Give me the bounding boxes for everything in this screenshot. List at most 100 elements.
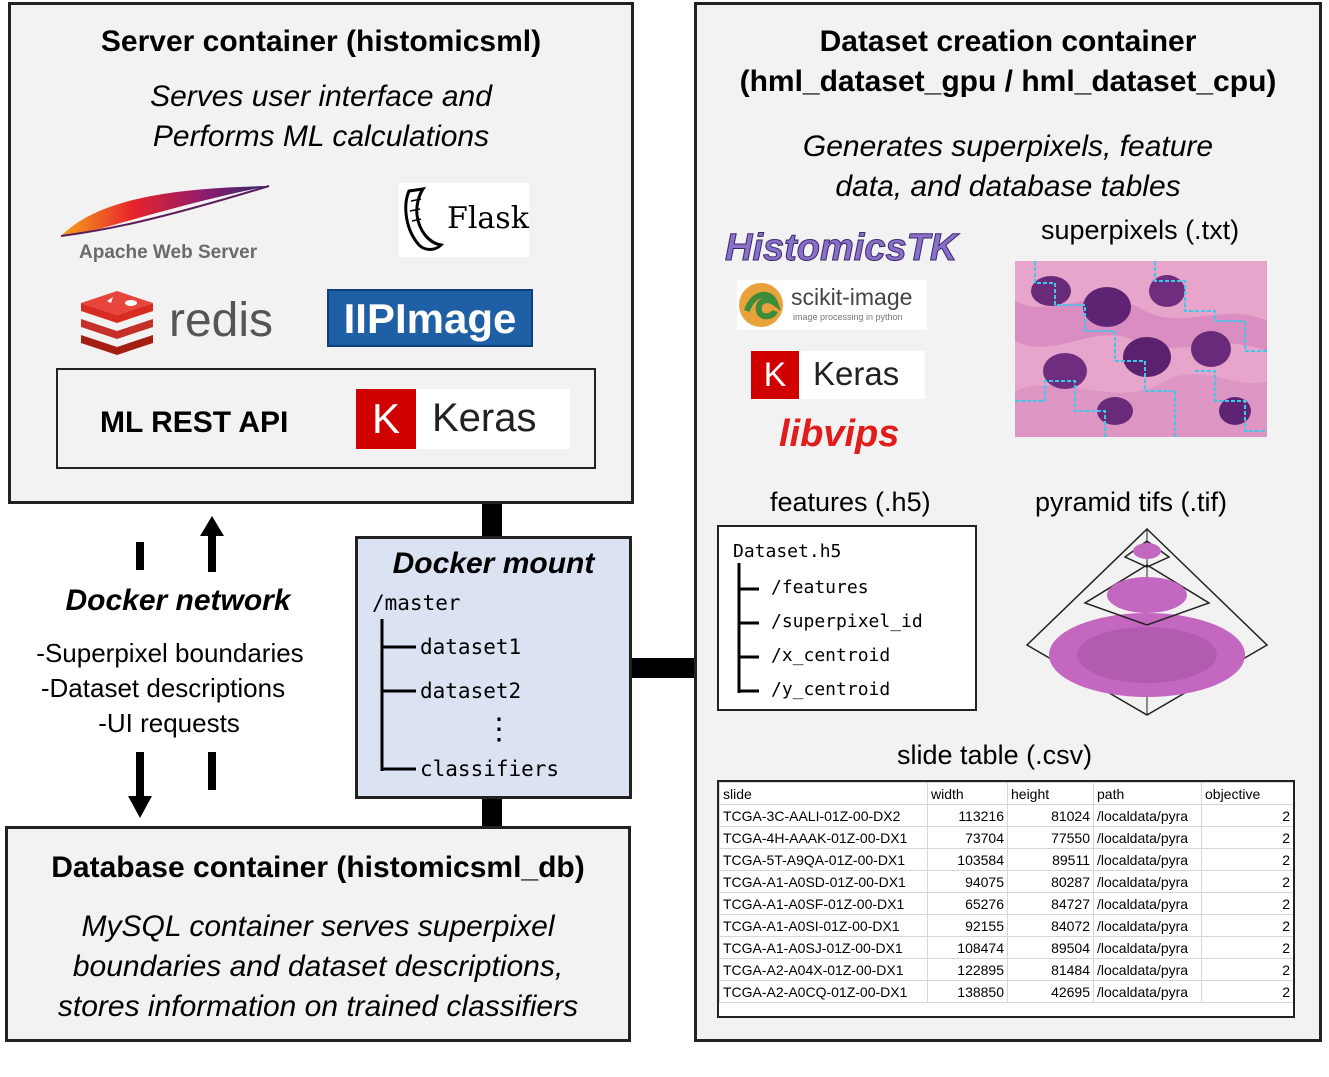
iipimage-label: IIPImage	[343, 295, 517, 342]
table-cell-width: 113216	[927, 804, 1008, 827]
slide-table-label: slide table (.csv)	[897, 740, 1093, 770]
table-cell-height: 89504	[1007, 936, 1094, 959]
redis-logo: redis	[77, 289, 297, 359]
h5-item-3: /y_centroid	[771, 679, 891, 700]
table-cell-height: 89511	[1007, 848, 1094, 871]
table-cell-objective: 2	[1201, 892, 1293, 915]
dataset-container: Dataset creation container (hml_dataset_…	[694, 2, 1322, 1042]
table-cell-width: 92155	[927, 914, 1008, 937]
keras-label: Keras	[432, 396, 537, 440]
h5-root: Dataset.h5	[733, 541, 842, 562]
table-cell-path: /localdata/pyra	[1093, 958, 1202, 981]
table-cell-path: /localdata/pyra	[1093, 936, 1202, 959]
ml-rest-api-label: ML REST API	[100, 406, 289, 439]
table-cell-height: 42695	[1007, 980, 1094, 1003]
keras-label-dataset: Keras	[813, 355, 900, 392]
database-title: Database container (histomicsml_db)	[51, 851, 585, 884]
libvips-logo: libvips	[779, 413, 900, 455]
network-item-0: -Superpixel boundaries	[36, 638, 304, 668]
database-container: Database container (histomicsml_db) MySQ…	[5, 826, 631, 1042]
redis-cube-icon	[81, 291, 153, 355]
network-line-left-top	[136, 542, 144, 570]
table-cell-path: /localdata/pyra	[1093, 870, 1202, 893]
network-title: Docker network	[65, 584, 291, 617]
server-desc-line1: Serves user interface and	[150, 80, 492, 113]
table-cell-objective: 2	[1201, 870, 1293, 893]
table-cell-width: 73704	[927, 826, 1008, 849]
mount-connector-right	[630, 658, 694, 678]
table-cell-slide: TCGA-A1-A0SF-01Z-00-DX1	[719, 892, 928, 915]
table-cell-objective: 2	[1201, 848, 1293, 871]
superpixels-tissue-icon	[1015, 261, 1267, 437]
table-cell-path: /localdata/pyra	[1093, 826, 1202, 849]
table-cell-slide: TCGA-4H-AAAK-01Z-00-DX1	[719, 826, 928, 849]
keras-mark-dataset: K	[751, 351, 799, 399]
mount-root: /master	[372, 591, 461, 615]
h5-item-0: /features	[771, 577, 869, 598]
table-cell-width: 103584	[927, 848, 1008, 871]
mount-tree-lines	[380, 619, 416, 771]
server-container: Server container (histomicsml) Serves us…	[8, 2, 634, 504]
table-cell-slide: TCGA-A1-A0SI-01Z-00-DX1	[719, 914, 928, 937]
slide-table: slide width height path objective TCGA-3…	[719, 782, 1293, 1003]
histomicstk-logo: HistomicsTK	[724, 227, 958, 270]
mount-connector-bottom	[482, 797, 502, 827]
dataset-title-line2: (hml_dataset_gpu / hml_dataset_cpu)	[739, 65, 1277, 98]
flask-logo: Flask	[399, 183, 529, 257]
table-cell-objective: 2	[1201, 958, 1293, 981]
table-cell-slide: TCGA-A1-A0SD-01Z-00-DX1	[719, 870, 928, 893]
mount-item-0: dataset1	[420, 635, 522, 659]
scikit-image-logo: scikit-image image processing in python	[737, 280, 927, 330]
slide-table-frame: slide width height path objective TCGA-3…	[717, 780, 1295, 1018]
dataset-title-line1: Dataset creation container	[819, 25, 1197, 58]
mount-item-2: classifiers	[420, 757, 560, 781]
dataset-desc-line1: Generates superpixels, feature	[802, 130, 1214, 163]
network-arrow-up-shaft	[208, 536, 216, 572]
table-cell-slide: TCGA-5T-A9QA-01Z-00-DX1	[719, 848, 928, 871]
apache-label: Apache Web Server	[79, 242, 258, 263]
iipimage-logo: IIPImage	[327, 289, 533, 347]
database-desc-line2: boundaries and dataset descriptions,	[72, 950, 564, 983]
table-cell-slide: TCGA-A1-A0SJ-01Z-00-DX1	[719, 936, 928, 959]
apache-feather-icon	[60, 185, 270, 237]
keras-logo-dataset: K Keras	[751, 351, 925, 399]
table-cell-height: 81024	[1007, 804, 1094, 827]
table-cell-path: /localdata/pyra	[1093, 804, 1202, 827]
pyramid-tif-icon	[1025, 527, 1269, 716]
features-label: features (.h5)	[770, 487, 931, 517]
table-cell-height: 84072	[1007, 914, 1094, 937]
keras-logo-server: K Keras	[356, 389, 570, 449]
table-cell-height: 80287	[1007, 870, 1094, 893]
pyramid-label: pyramid tifs (.tif)	[1035, 487, 1228, 517]
table-cell-slide: TCGA-3C-AALI-01Z-00-DX2	[719, 804, 928, 827]
network-item-1: -Dataset descriptions	[40, 673, 286, 703]
table-cell-width: 122895	[927, 958, 1008, 981]
network-line-right-bottom	[208, 752, 216, 790]
keras-mark: K	[356, 389, 416, 449]
network-arrow-down-head	[128, 796, 152, 818]
server-desc-line2: Performs ML calculations	[152, 120, 490, 153]
col-header-height: height	[1007, 782, 1094, 805]
table-cell-width: 65276	[927, 892, 1008, 915]
mount-ellipsis: ⋮	[484, 713, 514, 746]
h5-item-1: /superpixel_id	[771, 611, 923, 632]
ml-rest-api-box: ML REST API K Keras	[56, 368, 596, 469]
network-arrow-up-head	[200, 516, 224, 536]
mount-item-1: dataset2	[420, 679, 522, 703]
table-cell-height: 77550	[1007, 826, 1094, 849]
table-cell-height: 84727	[1007, 892, 1094, 915]
table-cell-objective: 2	[1201, 804, 1293, 827]
server-title: Server container (histomicsml)	[100, 25, 542, 58]
table-cell-slide: TCGA-A2-A04X-01Z-00-DX1	[719, 958, 928, 981]
col-header-path: path	[1093, 782, 1202, 805]
table-cell-objective: 2	[1201, 980, 1293, 1003]
h5-item-2: /x_centroid	[771, 645, 891, 666]
slide-table-header: slide width height path objective	[719, 782, 1293, 805]
h5-tree-box: Dataset.h5 /features /superpixel_id /x_c…	[717, 525, 977, 711]
database-desc-line1: MySQL container serves superpixel	[81, 910, 555, 943]
